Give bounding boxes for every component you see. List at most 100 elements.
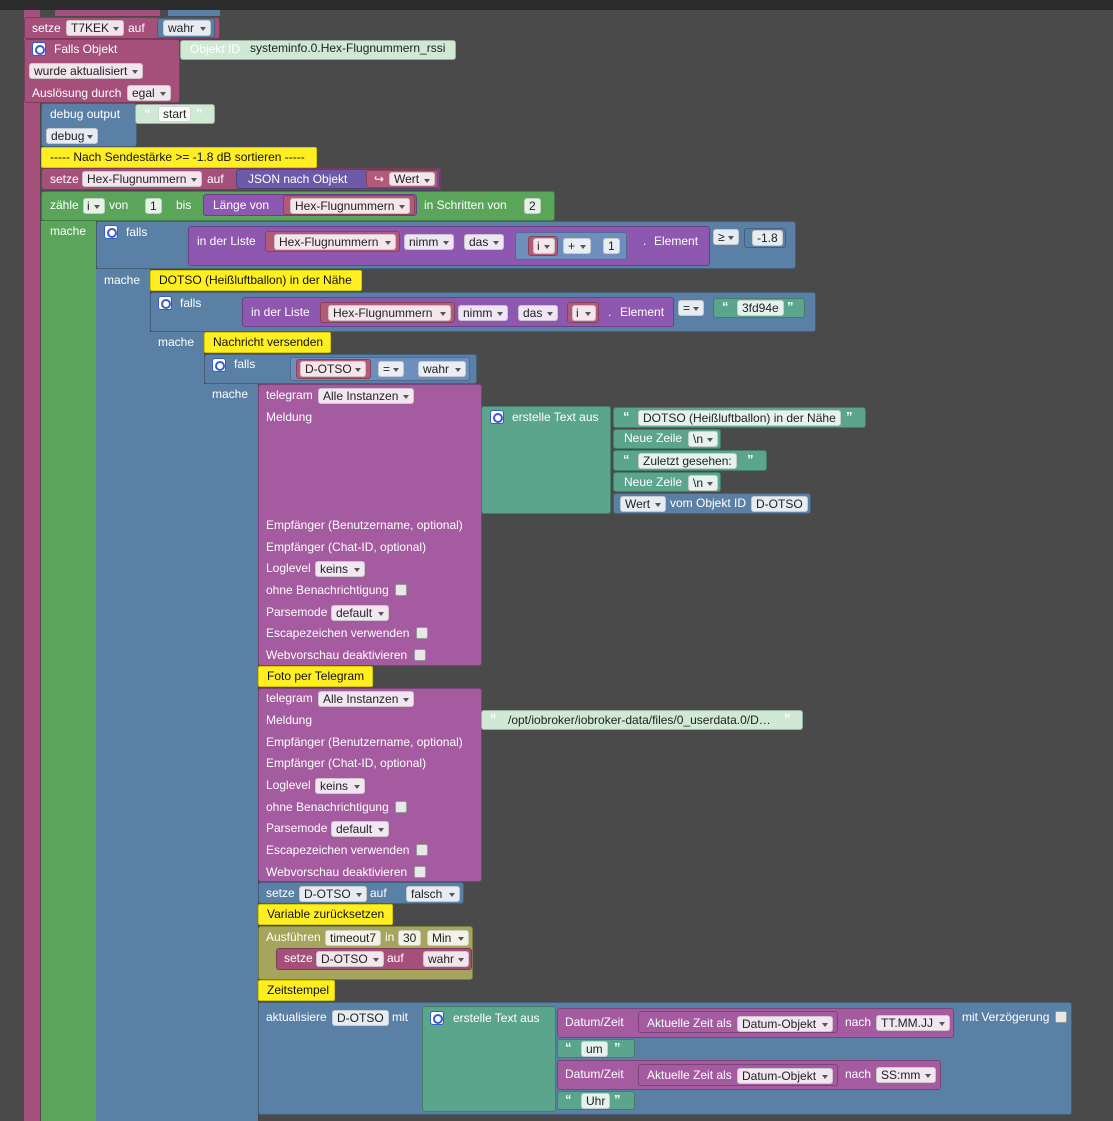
debug-block[interactable] <box>41 103 137 147</box>
unit-dropdown[interactable]: Min <box>427 930 469 946</box>
newline-dropdown[interactable]: \n <box>688 431 718 447</box>
of-object-label: vom Objekt ID <box>670 496 747 510</box>
compare-dropdown[interactable]: ≥ <box>713 229 739 245</box>
compare-value[interactable]: -1.8 <box>752 230 783 246</box>
take-dropdown[interactable]: nimm <box>458 305 508 321</box>
text-line1[interactable]: DOTSO (Heißluftballon) in der Nähe <box>638 410 841 426</box>
bool-dropdown[interactable]: wahr <box>163 20 211 36</box>
delay-checkbox[interactable] <box>1055 1011 1067 1023</box>
gear-icon[interactable] <box>430 1011 444 1025</box>
var-dropdown[interactable]: D-OTSO <box>300 361 366 377</box>
with-label: mit <box>392 1010 408 1024</box>
compare-dropdown[interactable]: = <box>678 300 704 316</box>
instance-dropdown[interactable]: Alle Instanzen <box>318 691 414 707</box>
gear-icon[interactable] <box>104 225 118 239</box>
idx-add-field[interactable]: 1 <box>603 238 620 254</box>
silent-checkbox[interactable] <box>395 584 407 596</box>
telegram2-block[interactable] <box>258 688 482 882</box>
timeout-value-field[interactable]: 30 <box>398 930 422 946</box>
telegram-label: telegram <box>266 691 313 705</box>
text-join-block[interactable] <box>481 406 611 514</box>
to-label: auf <box>370 886 387 900</box>
update-join-block[interactable] <box>422 1006 556 1112</box>
comment-reset[interactable]: Variable zurücksetzen <box>258 904 393 925</box>
webpreview-checkbox[interactable] <box>414 866 426 878</box>
text-line3[interactable]: Zuletzt gesehen: <box>638 453 737 469</box>
gear-icon[interactable] <box>490 410 504 424</box>
webpreview-checkbox[interactable] <box>414 649 426 661</box>
parsemode-dropdown[interactable]: default <box>331 821 389 837</box>
now-label: Aktuelle Zeit als <box>647 1016 732 1030</box>
loglevel-dropdown[interactable]: keins <box>315 778 365 794</box>
debug-text[interactable]: start <box>158 106 192 122</box>
var-dropdown[interactable]: D-OTSO <box>299 886 367 902</box>
now-format-dropdown[interactable]: Datum-Objekt <box>737 1068 833 1084</box>
parsemode-dropdown[interactable]: default <box>331 605 389 621</box>
if-label: falls <box>234 357 256 371</box>
comment-sort[interactable]: ----- Nach Sendestärke >= -1.8 dB sortie… <box>41 147 317 168</box>
sep-text[interactable]: um <box>581 1041 608 1057</box>
newline-label: Neue Zeile <box>624 431 683 445</box>
triggered-by-label: Auslösung durch <box>32 86 122 100</box>
object-id-field[interactable]: systeminfo.0.Hex-Flugnummern_rssi <box>250 41 446 55</box>
gear-icon[interactable] <box>212 358 226 372</box>
count-var-dropdown[interactable]: i <box>83 198 105 214</box>
escape-label: Escapezeichen verwenden <box>266 626 410 640</box>
condition-dropdown[interactable]: wurde aktualisiert <box>29 63 143 79</box>
object-field[interactable]: D-OTSO <box>751 496 808 512</box>
element-label: Element <box>620 305 665 319</box>
set-label: setze <box>284 951 313 965</box>
instance-dropdown[interactable]: Alle Instanzen <box>318 388 414 404</box>
list-var-dropdown[interactable]: Hex-Flugnummern <box>274 234 396 250</box>
to-label: nach <box>845 1067 872 1081</box>
escape-checkbox[interactable] <box>416 844 428 856</box>
format1-dropdown[interactable]: TT.MM.JJ <box>876 1015 950 1031</box>
gear-icon[interactable] <box>158 296 172 310</box>
if-label: falls <box>126 225 148 239</box>
loglevel-dropdown[interactable]: keins <box>315 561 365 577</box>
quote-open-icon: “ <box>490 711 497 726</box>
step-field[interactable]: 2 <box>524 198 541 214</box>
which-dropdown[interactable]: das <box>518 305 558 321</box>
bool-dropdown[interactable]: wahr <box>423 951 469 967</box>
newline-dropdown[interactable]: \n <box>688 475 718 491</box>
compare-dropdown[interactable]: = <box>378 361 404 377</box>
value-dropdown[interactable]: Wert <box>389 172 435 186</box>
var-dropdown[interactable]: T7KEK <box>66 20 124 36</box>
trigger-label: Falls Objekt <box>54 42 118 56</box>
idx-var-dropdown[interactable]: i <box>533 238 555 254</box>
compare-value[interactable]: 3fd94e <box>737 300 784 316</box>
from-field[interactable]: 1 <box>145 198 162 214</box>
value-dropdown[interactable]: Wert <box>620 496 666 512</box>
silent-checkbox[interactable] <box>395 801 407 813</box>
suffix-text[interactable]: Uhr <box>581 1093 611 1109</box>
photo-path[interactable]: /opt/iobroker/iobroker-data/files/0_user… <box>508 713 771 727</box>
triggered-by-dropdown[interactable]: egal <box>127 85 171 101</box>
object-id-block[interactable] <box>180 40 456 60</box>
comment-message[interactable]: Nachricht versenden <box>204 332 331 353</box>
take-dropdown[interactable]: nimm <box>404 234 454 250</box>
now-format-dropdown[interactable]: Datum-Objekt <box>737 1016 833 1032</box>
idx-var-dropdown[interactable]: i <box>572 305 596 321</box>
var-dropdown[interactable]: D-OTSO <box>316 951 384 967</box>
bool-dropdown[interactable]: falsch <box>406 886 460 902</box>
bool-dropdown[interactable]: wahr <box>418 361 466 377</box>
quote-close-icon: ” <box>787 299 794 314</box>
hex-var-dropdown[interactable]: Hex-Flugnummern <box>82 171 202 187</box>
format2-dropdown[interactable]: SS:mm <box>876 1067 936 1083</box>
which-dropdown[interactable]: das <box>464 234 504 250</box>
comment-timestamp[interactable]: Zeitstempel <box>258 980 335 1001</box>
comment-dotso[interactable]: DOTSO (Heißluftballon) in der Nähe <box>150 270 362 291</box>
escape-checkbox[interactable] <box>416 627 428 639</box>
timeout-name-field[interactable]: timeout7 <box>325 930 382 946</box>
debug-level-dropdown[interactable]: debug <box>46 128 98 144</box>
list-var-dropdown[interactable]: Hex-Flugnummern <box>328 305 451 321</box>
len-var-dropdown[interactable]: Hex-Flugnummern <box>290 198 410 214</box>
gear-icon[interactable] <box>32 42 46 56</box>
op-dropdown[interactable]: + <box>563 238 591 254</box>
event-block-body[interactable] <box>24 10 40 1121</box>
update-var-field[interactable]: D-OTSO <box>332 1010 389 1026</box>
photo-text-block[interactable] <box>481 710 803 730</box>
join-label: erstelle Text aus <box>453 1011 540 1025</box>
comment-photo[interactable]: Foto per Telegram <box>258 666 373 687</box>
